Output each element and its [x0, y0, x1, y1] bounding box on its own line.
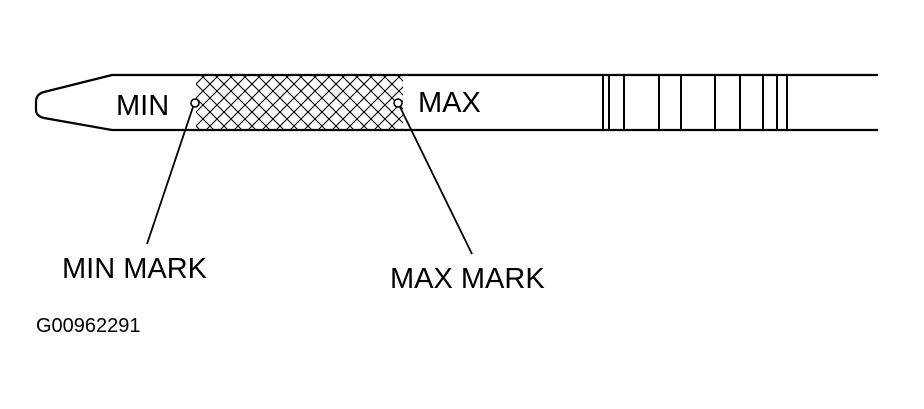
min-mark-label: MIN MARK	[62, 253, 208, 285]
min-label: MIN	[116, 90, 169, 122]
max-leader-line	[399, 106, 473, 255]
dipstick-outline	[34, 73, 878, 132]
min-leader-line	[146, 106, 194, 245]
figure-code: G00962291	[36, 315, 141, 337]
tick-marks	[602, 76, 788, 129]
min-mark-dot	[190, 98, 200, 108]
max-mark-label: MAX MARK	[390, 263, 545, 295]
max-mark-dot	[393, 98, 403, 108]
max-label: MAX	[418, 87, 481, 119]
crosshatch-range	[196, 76, 403, 129]
